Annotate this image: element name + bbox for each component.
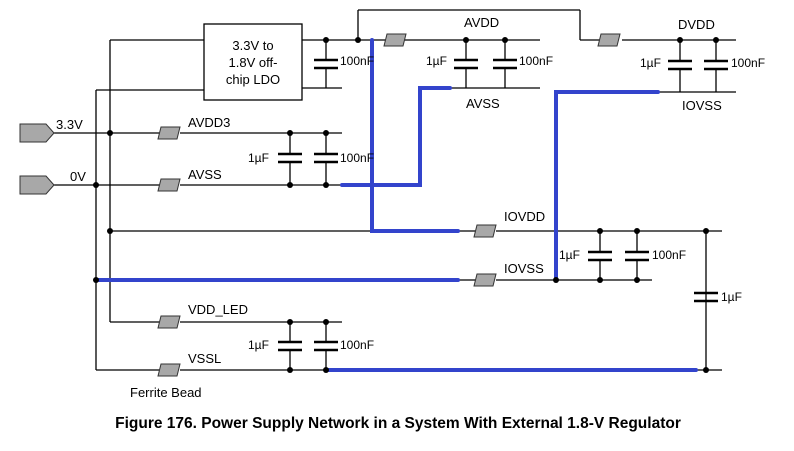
ferrite-bead-avdd-icon (383, 33, 407, 47)
label-iovss-top: IOVSS (682, 98, 722, 113)
cap-io-100nf: 100nF (652, 248, 686, 262)
net-avss-to-avdd (340, 86, 452, 187)
label-vssl: VSSL (188, 351, 221, 366)
label-iovdd: IOVDD (504, 209, 545, 224)
label-dvdd: DVDD (678, 17, 715, 32)
net-avdd-to-iovdd (370, 38, 460, 233)
cap-avdd-100nf: 100nF (519, 54, 553, 68)
figure-caption: Figure 176. Power Supply Network in a Sy… (115, 415, 681, 432)
capacitors (278, 40, 728, 370)
ldo-label-line2: 1.8V off- (229, 55, 278, 70)
cap-avdd3-100nf: 100nF (340, 151, 374, 165)
ferrite-bead-iovss-icon (473, 273, 497, 287)
label-iovss-mid: IOVSS (504, 261, 544, 276)
ferrite-bead-avss-icon (157, 178, 181, 192)
cap-ldo-100nf: 100nF (340, 54, 374, 68)
ferrite-bead-vssl-icon (157, 363, 181, 377)
black-wires (54, 9, 736, 371)
cap-led-100nf: 100nF (340, 338, 374, 352)
ldo-label-line1: 3.3V to (232, 38, 273, 53)
input-connector-0v-icon (19, 175, 55, 195)
ferrite-bead-led-icon (157, 315, 181, 329)
label-33v: 3.3V (56, 117, 83, 132)
label-avss-top: AVSS (466, 96, 500, 111)
cap-bulk-1uf: 1µF (721, 290, 742, 304)
label-ferrite-bead: Ferrite Bead (130, 385, 202, 400)
ferrite-beads (157, 33, 621, 377)
ldo-label-line3: chip LDO (226, 72, 280, 87)
ferrite-bead-avdd3-icon (157, 126, 181, 140)
junction-dots (93, 37, 719, 373)
label-avdd: AVDD (464, 15, 499, 30)
ferrite-bead-iovdd-icon (473, 224, 497, 238)
input-connector-33v-icon (19, 123, 55, 143)
cap-avdd3-1uf: 1µF (248, 151, 269, 165)
cap-avdd-1uf: 1µF (426, 54, 447, 68)
cap-io-1uf: 1µF (559, 248, 580, 262)
net-iovss-to-dvdd (554, 90, 660, 282)
ferrite-bead-dvdd-icon (597, 33, 621, 47)
cap-dvdd-1uf: 1µF (640, 56, 661, 70)
ground-nets (94, 38, 698, 372)
label-avdd3: AVDD3 (188, 115, 230, 130)
label-0v: 0V (70, 169, 86, 184)
ldo-box (203, 23, 303, 101)
cap-dvdd-100nf: 100nF (731, 56, 765, 70)
cap-led-1uf: 1µF (248, 338, 269, 352)
label-vdd-led: VDD_LED (188, 302, 248, 317)
label-avss-left: AVSS (188, 167, 222, 182)
